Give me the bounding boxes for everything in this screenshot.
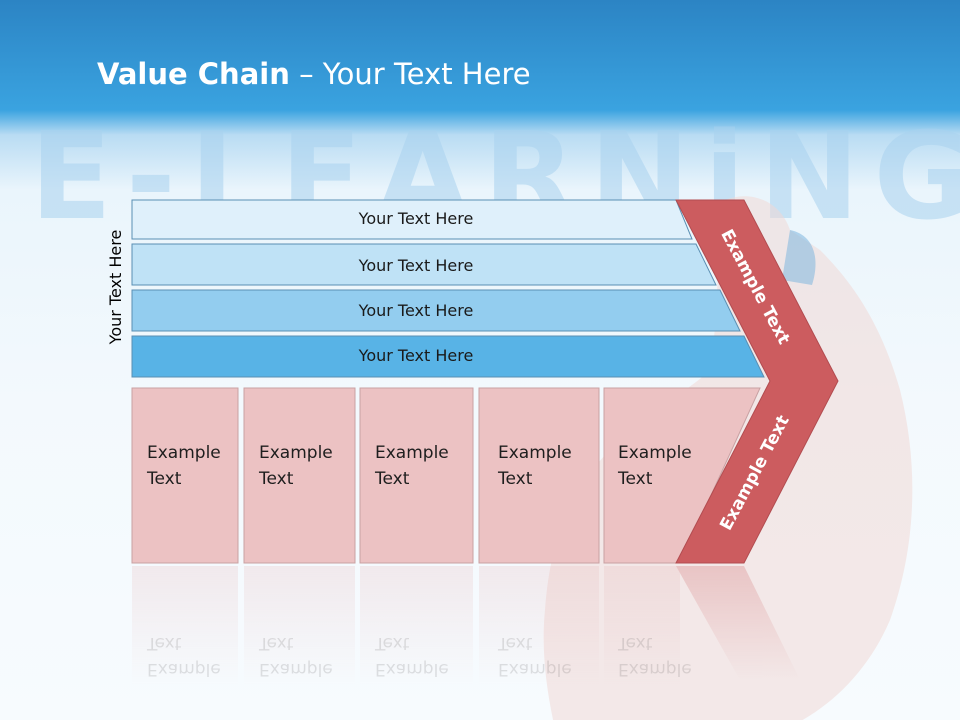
reflection-text-4-line2: Text (498, 633, 533, 653)
primary-box-5-line2: Text (618, 469, 653, 489)
primary-box-4 (478, 387, 600, 564)
primary-box-2-line2: Text (259, 469, 294, 489)
support-row-4-label: Your Text Here (358, 346, 474, 365)
primary-box-5-line1: Example (618, 443, 692, 463)
primary-box-3-line2: Text (375, 469, 410, 489)
reflection-text-3-line2: Text (375, 633, 410, 653)
support-row-3-label: Your Text Here (358, 301, 474, 320)
support-row-2 (131, 243, 717, 286)
primary-box-1-line1: Example (147, 443, 221, 463)
primary-box-4-line2: Text (498, 469, 533, 489)
reflection-text-2-line2: Text (259, 633, 294, 653)
reflection-text-5-line2: Text (618, 633, 653, 653)
reflection-text-1: Example Text (147, 630, 221, 682)
support-row-4 (131, 335, 765, 378)
reflection-text-4: Example Text (498, 630, 572, 682)
reflection-text-1-line1: Example (147, 659, 221, 679)
support-row-1 (131, 199, 693, 240)
primary-box-3-text: Example Text (375, 440, 449, 492)
title-strong: Value Chain (97, 57, 290, 91)
primary-box-5-text: Example Text (618, 440, 692, 492)
reflection-text-3: Example Text (375, 630, 449, 682)
primary-box-2-text: Example Text (259, 440, 333, 492)
reflection-text-2: Example Text (259, 630, 333, 682)
primary-box-4-line1: Example (498, 443, 572, 463)
primary-box-1-line2: Text (147, 469, 182, 489)
reflection-text-5: Example Text (618, 630, 692, 682)
page-title: Value Chain – Your Text Here (97, 52, 531, 96)
primary-box-3 (359, 387, 474, 564)
primary-box-2-line1: Example (259, 443, 333, 463)
reflection-text-3-line1: Example (375, 659, 449, 679)
primary-box-2 (243, 387, 356, 564)
support-row-3 (131, 289, 741, 332)
reflection-text-4-line1: Example (498, 659, 572, 679)
reflection-text-1-line2: Text (147, 633, 182, 653)
primary-box-3-line1: Example (375, 443, 449, 463)
reflection-text-2-line1: Example (259, 659, 333, 679)
primary-box-4-text: Example Text (498, 440, 572, 492)
support-row-1-label: Your Text Here (358, 209, 474, 228)
title-rest: – Your Text Here (289, 57, 531, 91)
primary-box-1 (131, 387, 239, 564)
reflection-text-5-line1: Example (618, 659, 692, 679)
support-row-2-label: Your Text Here (358, 256, 474, 275)
reflection (132, 566, 800, 686)
margin-chevron (675, 199, 839, 564)
primary-box-1-text: Example Text (147, 440, 221, 492)
